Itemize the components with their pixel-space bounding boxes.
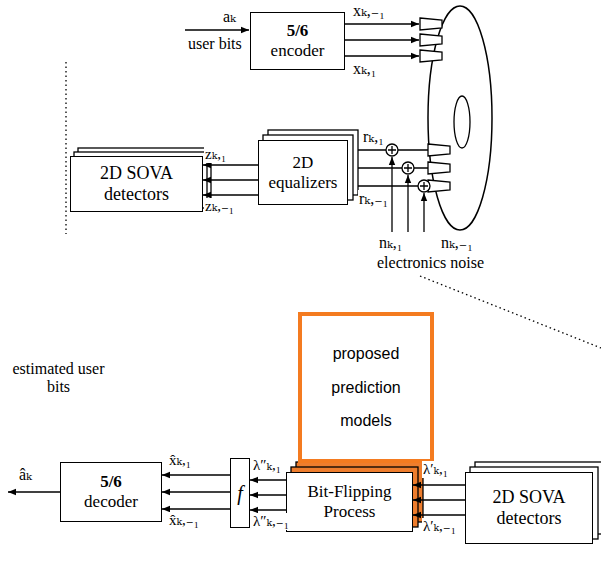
write-heads	[420, 18, 442, 62]
signal-label: rₖ,₁	[362, 128, 385, 146]
adder-symbol	[386, 144, 430, 192]
signal-label: user bits	[187, 35, 243, 53]
box-text: 5/6	[100, 472, 122, 492]
signal-label: λ″ₖ,₋₁	[252, 513, 290, 530]
slicer-box: f	[230, 458, 250, 528]
signal-label: estimated user bits	[10, 360, 107, 395]
signal-label: zₖ,₁	[204, 146, 227, 163]
signal-arrow	[413, 499, 465, 500]
signal-arrow	[203, 179, 258, 180]
signal-arrow	[413, 514, 465, 515]
signal-arrow	[250, 494, 286, 495]
signal-label: electronics noise	[376, 254, 485, 272]
signal-label: x̂ₖ,₁	[168, 452, 192, 469]
signal-label: zₖ,₋₁	[204, 198, 235, 215]
box-text: decoder	[84, 492, 138, 512]
read-heads	[428, 144, 450, 192]
signal-label: xₖ,₋₁	[352, 2, 386, 20]
signal-label: λ″ₖ,₁	[252, 457, 282, 474]
signal-arrow	[203, 164, 258, 165]
signal-label: λ′ₖ,₁	[422, 461, 449, 478]
equalizer-box: 2D equalizers	[258, 140, 348, 205]
signal-arrow	[250, 479, 286, 480]
signal-label: âₖ	[18, 466, 33, 484]
box-text: Bit-Flipping Process	[291, 482, 408, 521]
bit-flipping-box: Bit-Flipping Process	[286, 472, 413, 532]
noise-arrows	[392, 157, 424, 232]
signal-label: λ′ₖ,₋₁	[422, 518, 457, 535]
output-arrow	[8, 491, 60, 492]
write-wires	[345, 24, 419, 56]
box-text: proposed prediction models	[322, 337, 410, 438]
box-text: 2D SOVA detectors	[470, 487, 588, 528]
box-text: encoder	[271, 41, 325, 61]
prediction-model-box: proposed prediction models	[298, 312, 434, 463]
signal-arrow	[162, 474, 230, 475]
input-arrow	[185, 29, 249, 30]
box-text: f	[237, 482, 243, 505]
box-text: 2D equalizers	[263, 153, 343, 192]
zoom-line	[65, 62, 66, 234]
detector-box: 2D SOVA detectors	[70, 156, 203, 212]
signal-arrow	[413, 484, 465, 485]
disk-spindle	[454, 96, 470, 148]
signal-label: rₖ,₋₁	[358, 190, 389, 208]
detector-box: 2D SOVA detectors	[465, 472, 593, 544]
decoder-box: 5/6decoder	[60, 462, 162, 522]
box-text: 2D SOVA detectors	[75, 163, 198, 204]
signal-arrow	[162, 508, 230, 509]
signal-label: aₖ	[222, 8, 237, 26]
signal-arrow	[162, 491, 230, 492]
signal-arrow	[250, 509, 286, 510]
signal-label: xₖ,₁	[352, 60, 377, 78]
signal-label: nₖ,₁	[378, 234, 403, 252]
signal-label: x̂ₖ,₋₁	[168, 512, 200, 529]
signal-label: nₖ,₋₁	[440, 234, 474, 252]
signal-arrow	[203, 194, 258, 195]
zoom-line	[420, 276, 601, 348]
encoder-box: 5/6encoder	[250, 12, 345, 70]
box-text: 5/6	[287, 21, 309, 41]
